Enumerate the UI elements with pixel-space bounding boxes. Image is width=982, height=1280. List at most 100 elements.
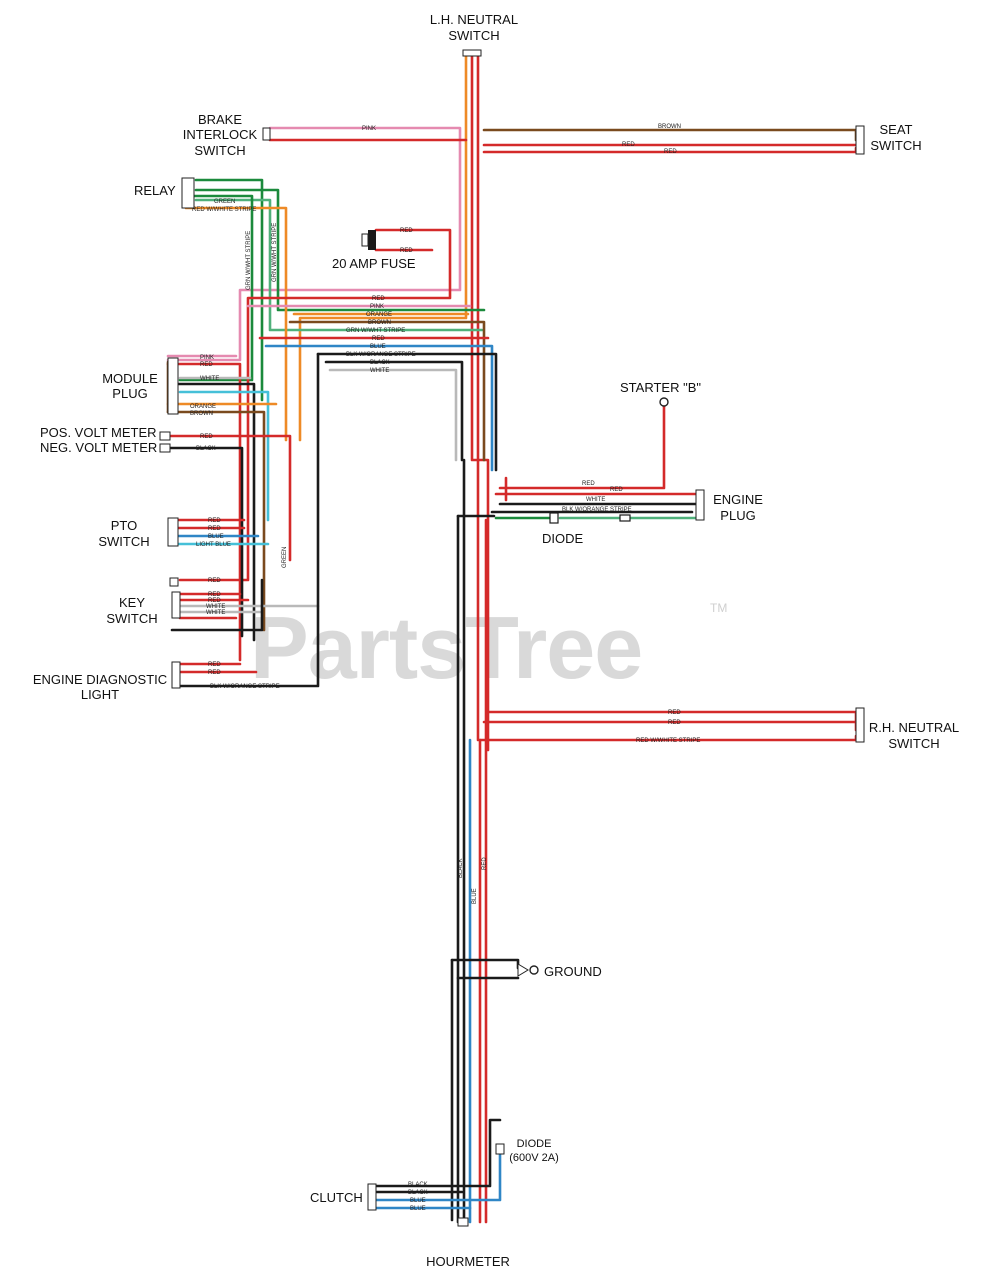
diode-body-icon [619, 514, 631, 522]
starter-b-terminal-icon [659, 397, 669, 407]
trademark: TM [710, 601, 727, 615]
wire-label: BLACK [458, 858, 464, 878]
wire-label: RED W/WHITE STRIPE [192, 207, 256, 213]
wire-label: RED W/WHITE STRIPE [636, 738, 700, 744]
ground-lug-icon [517, 963, 529, 977]
pos-volt-meter-label: POS. VOLT METER [40, 425, 157, 440]
wire-label: PINK [370, 304, 384, 310]
engine-plug-label: PLUG [720, 508, 755, 523]
engine-diagnostic-light-connector [171, 661, 181, 689]
wire-label: BLACK [408, 1182, 428, 1188]
wires [166, 54, 858, 1224]
seat-switch-label: SEAT [880, 122, 913, 137]
wire-label: BLACK [370, 360, 390, 366]
diode-icon [549, 512, 559, 524]
brake-interlock-switch-label: BRAKE [198, 112, 242, 127]
lh-neutral-switch-label: SWITCH [448, 28, 499, 43]
pto-switch-label: PTO [111, 518, 138, 533]
wire-label: RED [208, 592, 221, 598]
module-plug-label: PLUG [112, 386, 147, 401]
lh-neutral-switch-label: L.H. NEUTRAL [430, 12, 518, 27]
wire-label: GRN W/WHT STRIPE [272, 223, 278, 282]
wire-label: BROWN [658, 124, 681, 130]
engine-plug-connector [695, 489, 705, 521]
wire-label: BROWN [368, 320, 391, 326]
wire-label: RED [582, 481, 595, 487]
rh-neutral-switch-connector [855, 707, 865, 743]
wire-label: BLK W/ORANGE STRIPE [562, 507, 632, 513]
wire-label: BLUE [208, 534, 224, 540]
brake-interlock-connector [262, 127, 271, 141]
wire-label: RED [622, 142, 635, 148]
ground-terminal-icon [529, 965, 539, 975]
diode-label: DIODE [542, 531, 584, 546]
wire-label: RED [400, 228, 413, 234]
watermark: PartsTree [250, 598, 642, 697]
module-plug-connector [167, 357, 179, 415]
relay-connector [181, 177, 195, 209]
key-switch-label: KEY [119, 595, 145, 610]
module-plug-label: MODULE [102, 371, 158, 386]
brake-interlock-switch-label: INTERLOCK [183, 127, 258, 142]
clutch-label: CLUTCH [310, 1190, 363, 1205]
connectors [159, 49, 865, 1227]
wire-label: GREEN [282, 547, 288, 568]
wire-label: PINK [362, 126, 376, 132]
fuse-icon [368, 230, 376, 250]
wire-label: RED [208, 598, 221, 604]
seat-switch-connector [855, 125, 865, 155]
wire-label: RED [372, 296, 385, 302]
fuse-holder [361, 233, 369, 247]
wire-label: BLK W/ORANGE STRIPE [210, 684, 280, 690]
diode-600v-icon [495, 1143, 505, 1155]
wire-label: WHITE [206, 604, 225, 610]
wire-label: RED [208, 578, 221, 584]
wire-label: BLUE [370, 344, 386, 350]
lh-neutral-switch-connector [462, 49, 482, 57]
key-switch-aux-connector [169, 577, 179, 587]
rh-neutral-switch-label: SWITCH [888, 736, 939, 751]
diode-rating-label: (600V 2A) [509, 1152, 559, 1164]
clutch-connector [367, 1183, 377, 1211]
engine-diagnostic-light-label: ENGINE DIAGNOSTIC [33, 672, 167, 687]
wire-label: BLACK [408, 1190, 428, 1196]
wire-label: WHITE [200, 376, 219, 382]
wire-label: WHITE [370, 368, 389, 374]
wire-label: RED [372, 336, 385, 342]
engine-diagnostic-light-label: LIGHT [81, 687, 119, 702]
wire-label: RED [200, 362, 213, 368]
relay-label: RELAY [134, 183, 176, 198]
wire-label: BLACK [196, 446, 216, 452]
wire-label: RED [668, 720, 681, 726]
pos-volt-meter-connector [159, 431, 171, 441]
pto-switch-connector [167, 517, 179, 547]
wire-label: WHITE [206, 610, 225, 616]
wire-label: PINK [200, 355, 214, 361]
ground-label: GROUND [544, 964, 602, 979]
wire-label: BROWN [190, 411, 213, 417]
wire-label: RED [208, 670, 221, 676]
engine-plug-label: ENGINE [713, 492, 763, 507]
brake-interlock-switch-label: SWITCH [194, 143, 245, 158]
wire-label: LIGHT BLUE [196, 542, 231, 548]
wire-label: GRN W/WHT STRIPE [246, 231, 252, 290]
key-switch-connector [171, 591, 181, 619]
rh-neutral-switch-label: R.H. NEUTRAL [869, 720, 959, 735]
key-switch-label: SWITCH [106, 611, 157, 626]
wire-label: BLUE [410, 1198, 426, 1204]
wire-label: RED [610, 487, 623, 493]
neg-volt-meter-connector [159, 443, 171, 453]
component-labels: L.H. NEUTRAL SWITCH BRAKE INTERLOCK SWIT… [33, 12, 959, 1269]
diode-rating-label: DIODE [517, 1138, 552, 1150]
starter-b-label: STARTER "B" [620, 380, 701, 395]
wire-label: BLUE [410, 1206, 426, 1212]
pto-switch-label: SWITCH [98, 534, 149, 549]
wire-label: RED [208, 662, 221, 668]
seat-switch-label: SWITCH [870, 138, 921, 153]
wire-label: WHITE [586, 497, 605, 503]
hourmeter-label: HOURMETER [426, 1254, 510, 1269]
wire-label: BLK W/ORANGE STRIPE [346, 352, 416, 358]
wire-label: RED [208, 518, 221, 524]
wire-label: ORANGE [190, 404, 216, 410]
